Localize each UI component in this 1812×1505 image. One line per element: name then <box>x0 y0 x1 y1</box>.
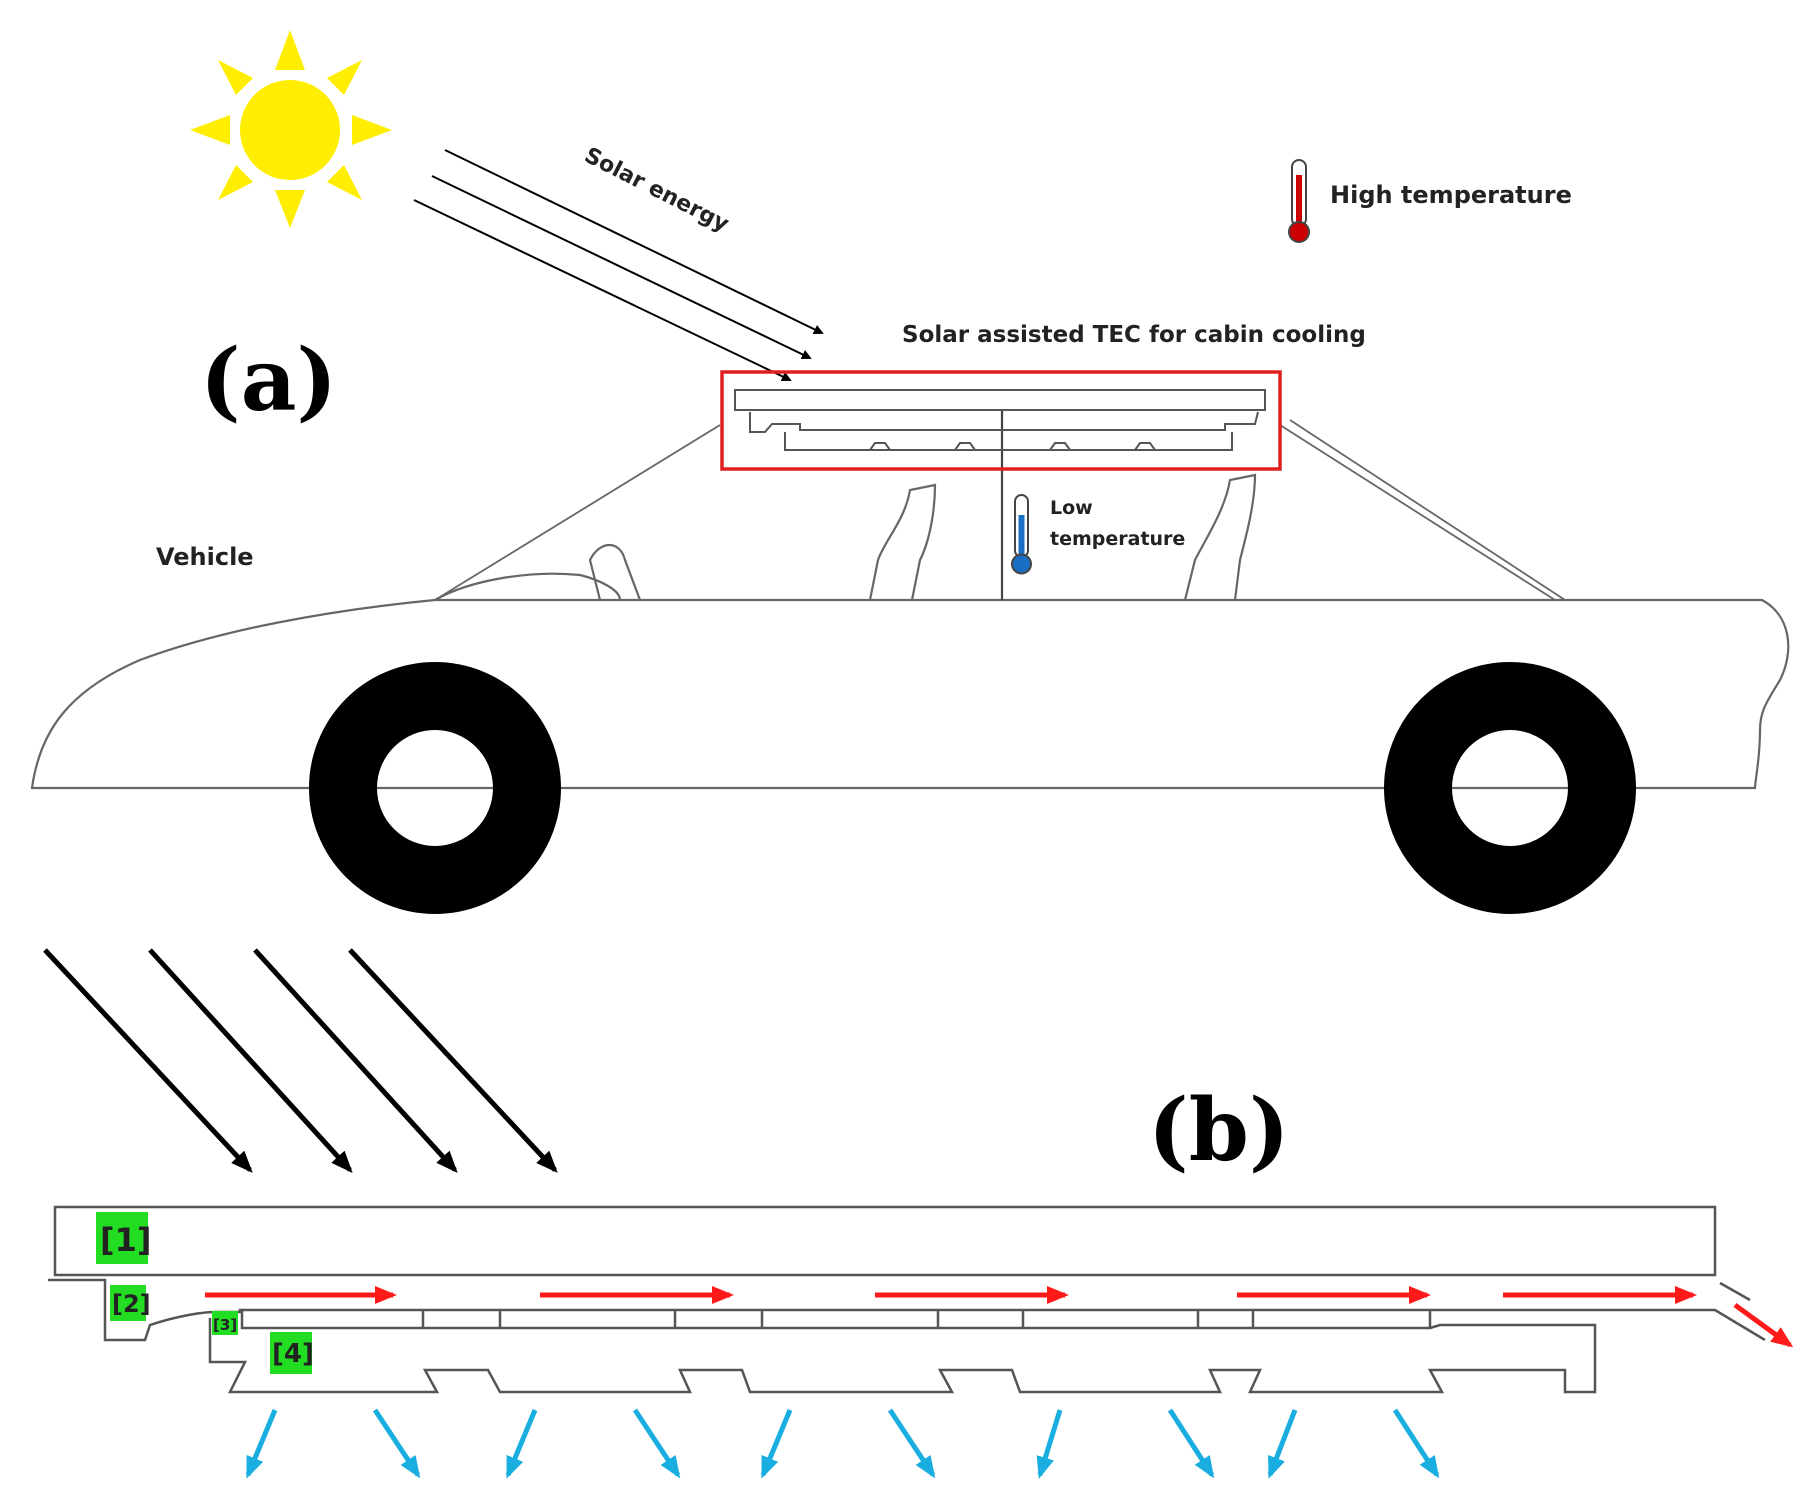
panel-a-label: (a) <box>200 330 337 431</box>
low-temperature-label-line1: Low <box>1050 497 1093 519</box>
sun-icon <box>190 30 392 228</box>
tag-3: [3] <box>212 1311 238 1335</box>
tec-assembly-b <box>48 1278 1766 1394</box>
low-temperature-thermometer-icon <box>1011 494 1032 575</box>
solar-panel-layer <box>53 1205 1717 1277</box>
panel-b-label: (b) <box>1148 1080 1290 1181</box>
tec-title: Solar assisted TEC for cabin cooling <box>902 322 1366 348</box>
tag-4: [4] <box>270 1332 314 1374</box>
cool-air-flow-arrows <box>245 1408 1440 1479</box>
svg-text:[2]: [2] <box>112 1290 151 1318</box>
tec-roof-module <box>734 389 1266 451</box>
tag-1: [1] <box>96 1212 152 1264</box>
low-temperature-label-line2: temperature <box>1050 528 1185 550</box>
solar-rays-b <box>43 948 558 1173</box>
front-wheel <box>309 662 561 914</box>
svg-text:[3]: [3] <box>213 1316 237 1334</box>
vehicle-body <box>30 410 1790 790</box>
hot-air-flow-arrows <box>205 1286 1794 1348</box>
tag-2: [2] <box>110 1285 151 1321</box>
high-temperature-label: High temperature <box>1330 181 1572 209</box>
solar-rays-a <box>413 149 824 382</box>
rear-wheel <box>1384 662 1636 914</box>
high-temperature-thermometer-icon <box>1288 159 1310 243</box>
svg-text:[1]: [1] <box>100 1221 152 1259</box>
vehicle-label: Vehicle <box>156 543 254 571</box>
tec-highlight-box <box>720 370 1282 471</box>
windshield-lines <box>434 419 1566 601</box>
solar-energy-label: Solar energy <box>580 143 732 237</box>
svg-text:[4]: [4] <box>272 1339 314 1369</box>
